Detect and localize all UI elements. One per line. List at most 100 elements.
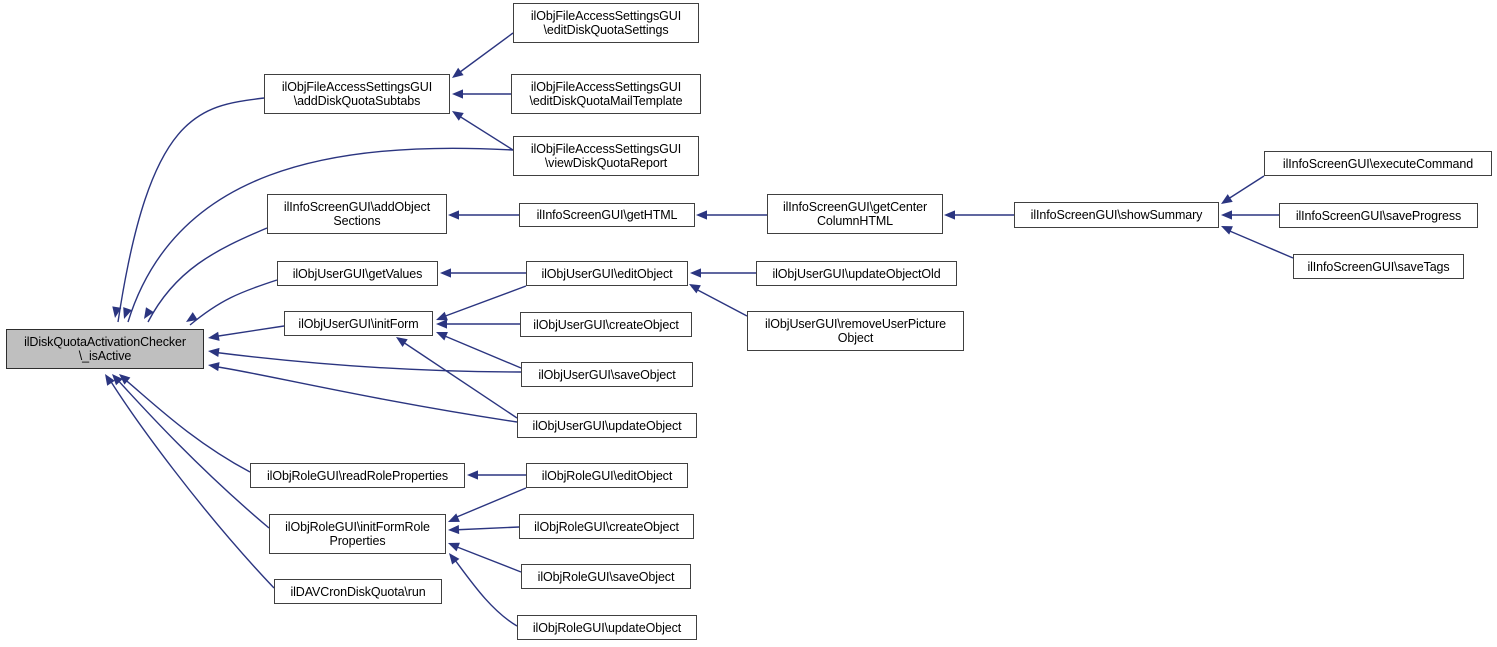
graph-edge (211, 365, 518, 423)
graph-edge (211, 351, 522, 373)
graph-edge (691, 286, 748, 317)
graph-edge-arrowhead (119, 374, 131, 385)
graph-node-userEditObject[interactable]: ilObjUserGUI\editObject (526, 261, 688, 286)
graph-node-label: ilInfoScreenGUI\addObject Sections (283, 200, 431, 228)
graph-node-label: ilInfoScreenGUI\executeCommand (1282, 156, 1474, 171)
graph-node-label: ilObjFileAccessSettingsGUI \editDiskQuot… (529, 80, 683, 108)
graph-node-label: ilObjRoleGUI\readRoleProperties (266, 468, 448, 483)
graph-node-roleUpdateObject[interactable]: ilObjRoleGUI\updateObject (517, 615, 697, 640)
graph-edge (127, 147, 514, 323)
graph-node-roleSaveObject[interactable]: ilObjRoleGUI\saveObject (521, 564, 691, 589)
graph-edge-arrowhead (448, 542, 460, 552)
graph-node-label: ilObjUserGUI\getValues (292, 266, 423, 281)
graph-node-label: ilObjRoleGUI\createObject (534, 519, 679, 534)
graph-edge-arrowhead (208, 362, 220, 372)
graph-edge-arrowhead (105, 374, 115, 386)
graph-node-addObjectSections[interactable]: ilInfoScreenGUI\addObject Sections (267, 194, 447, 234)
graph-node-label: ilObjUserGUI\updateObjectOld (772, 266, 941, 281)
graph-node-label: ilInfoScreenGUI\getHTML (536, 208, 678, 222)
graph-node-getHTML[interactable]: ilInfoScreenGUI\getHTML (519, 203, 695, 227)
graph-edge (451, 526, 520, 531)
graph-node-executeCommand[interactable]: ilInfoScreenGUI\executeCommand (1264, 151, 1492, 176)
graph-node-label: ilInfoScreenGUI\showSummary (1030, 208, 1203, 222)
graph-node-saveTags[interactable]: ilInfoScreenGUI\saveTags (1293, 254, 1464, 279)
graph-edge-arrowhead (452, 89, 463, 99)
graph-node-label: ilObjUserGUI\createObject (533, 317, 679, 332)
graph-node-userSaveObject[interactable]: ilObjUserGUI\saveObject (521, 362, 693, 387)
graph-edge-arrowhead (208, 347, 220, 358)
graph-node-editDiskQuotaMailTemplate[interactable]: ilObjFileAccessSettingsGUI \editDiskQuot… (511, 74, 701, 114)
graph-node-removeUserPictureObject[interactable]: ilObjUserGUI\removeUserPicture Object (747, 311, 964, 351)
graph-node-userGetValues[interactable]: ilObjUserGUI\getValues (277, 261, 438, 286)
graph-edge-arrowhead (436, 311, 448, 321)
graph-node-label: ilObjRoleGUI\updateObject (532, 620, 682, 635)
graph-edge-arrowhead (123, 307, 132, 319)
graph-edge (439, 285, 527, 319)
graph-edge-arrowhead (448, 513, 460, 522)
graph-edge-arrowhead (696, 210, 707, 220)
graph-edge-arrowhead (448, 210, 459, 220)
graph-node-initFormRoleProperties[interactable]: ilObjRoleGUI\initFormRole Properties (269, 514, 446, 554)
graph-edge-arrowhead (452, 67, 464, 78)
graph-edge (189, 279, 278, 326)
graph-edge (1224, 228, 1294, 259)
graph-edge-arrowhead (396, 337, 408, 347)
graph-edge (211, 325, 285, 338)
graph-node-saveProgress[interactable]: ilInfoScreenGUI\saveProgress (1279, 203, 1478, 228)
graph-edge (114, 376, 270, 529)
graph-edge-arrowhead (944, 210, 955, 220)
graph-edge-arrowhead (112, 306, 122, 318)
graph-node-label: ilDAVCronDiskQuota\run (290, 584, 426, 599)
graph-edge-arrowhead (467, 470, 478, 480)
graph-node-label: ilObjUserGUI\saveObject (538, 367, 676, 382)
graph-edge-arrowhead (112, 374, 123, 386)
graph-edge-arrowhead (186, 312, 198, 322)
graph-edge-arrowhead (208, 331, 220, 341)
graph-node-davCronRun[interactable]: ilDAVCronDiskQuota\run (274, 579, 442, 604)
graph-edge-arrowhead (449, 553, 460, 565)
graph-node-userInitForm[interactable]: ilObjUserGUI\initForm (284, 311, 433, 336)
graph-node-readRoleProperties[interactable]: ilObjRoleGUI\readRoleProperties (250, 463, 465, 488)
graph-node-userCreateObject[interactable]: ilObjUserGUI\createObject (520, 312, 692, 337)
graph-node-label: ilObjUserGUI\updateObject (532, 418, 682, 433)
graph-edge (121, 376, 251, 473)
graph-node-userUpdateObjectOld[interactable]: ilObjUserGUI\updateObjectOld (756, 261, 957, 286)
graph-edge (451, 487, 527, 520)
graph-edge-arrowhead (436, 319, 447, 329)
graph-edge-arrowhead (689, 284, 701, 294)
graph-edge (455, 32, 514, 76)
graph-node-label: ilObjUserGUI\removeUserPicture Object (764, 317, 947, 345)
graph-edge (399, 339, 518, 419)
graph-node-editDiskQuotaSettings[interactable]: ilObjFileAccessSettingsGUI \editDiskQuot… (513, 3, 699, 43)
graph-node-label: ilObjFileAccessSettingsGUI \editDiskQuot… (530, 9, 682, 37)
graph-edge-arrowhead (1221, 226, 1233, 235)
graph-node-label: ilInfoScreenGUI\saveProgress (1295, 208, 1462, 223)
graph-edge (451, 555, 518, 627)
graph-node-label: ilObjRoleGUI\initFormRole Properties (285, 520, 430, 548)
graph-node-addDiskQuotaSubtabs[interactable]: ilObjFileAccessSettingsGUI \addDiskQuota… (264, 74, 450, 114)
graph-edge (117, 97, 265, 323)
graph-node-label: ilObjRoleGUI\editObject (541, 468, 673, 483)
graph-edge-arrowhead (436, 332, 448, 341)
graph-node-label: ilObjFileAccessSettingsGUI \addDiskQuota… (281, 80, 433, 108)
graph-edge-arrowhead (440, 268, 451, 278)
graph-edge-arrowhead (1221, 210, 1232, 220)
graph-edge-arrowhead (448, 524, 460, 535)
graph-node-roleCreateObject[interactable]: ilObjRoleGUI\createObject (519, 514, 694, 539)
graph-node-label: ilObjUserGUI\initForm (298, 316, 419, 331)
graph-node-userUpdateObject[interactable]: ilObjUserGUI\updateObject (517, 413, 697, 438)
graph-node-label: ilObjUserGUI\editObject (541, 266, 673, 281)
graph-edge (439, 333, 522, 369)
graph-node-label: ilObjRoleGUI\saveObject (537, 569, 675, 584)
graph-node-showSummary[interactable]: ilInfoScreenGUI\showSummary (1014, 202, 1219, 228)
graph-node-label: ilInfoScreenGUI\saveTags (1307, 259, 1450, 274)
graph-node-viewDiskQuotaReport[interactable]: ilObjFileAccessSettingsGUI \viewDiskQuot… (513, 136, 699, 176)
graph-edge-arrowhead (690, 268, 701, 278)
graph-node-label: ilInfoScreenGUI\getCenter ColumnHTML (782, 200, 928, 228)
graph-node-root: ilDiskQuotaActivationChecker \_isActive (6, 329, 204, 369)
graph-edge (147, 227, 268, 323)
graph-node-roleEditObject[interactable]: ilObjRoleGUI\editObject (526, 463, 688, 488)
graph-node-label: ilDiskQuotaActivationChecker \_isActive (24, 335, 186, 363)
graph-node-getCenterColumnHTML[interactable]: ilInfoScreenGUI\getCenter ColumnHTML (767, 194, 943, 234)
